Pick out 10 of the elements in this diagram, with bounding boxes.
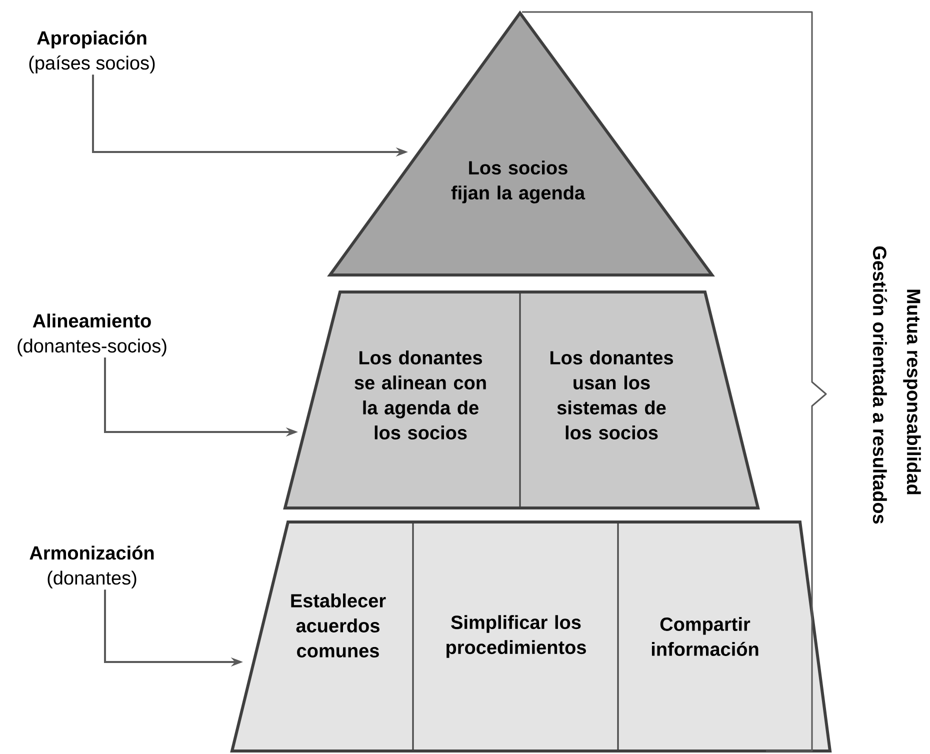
pyramid-cell: Establecer acuerdos comunes: [291, 594, 386, 658]
pyramid-cell: Compartir información: [652, 617, 758, 656]
stage-label: Alineamiento (donantes-socios): [18, 314, 166, 356]
pyramid-cell: Los donantes se alinean con la agenda de los socios: [354, 350, 486, 440]
pyramid-cell: Los donantes usan los sistemas de los socios: [550, 350, 673, 440]
stage-label: Armonización (donantes): [30, 546, 154, 588]
side-label: Gestión orientada a resultados: [872, 246, 888, 524]
pyramid-cell: Simplificar los procedimientos: [446, 615, 586, 658]
stage-label: Apropiación (países socios): [29, 30, 155, 74]
side-label: Mutua responsabilidad: [903, 290, 921, 494]
